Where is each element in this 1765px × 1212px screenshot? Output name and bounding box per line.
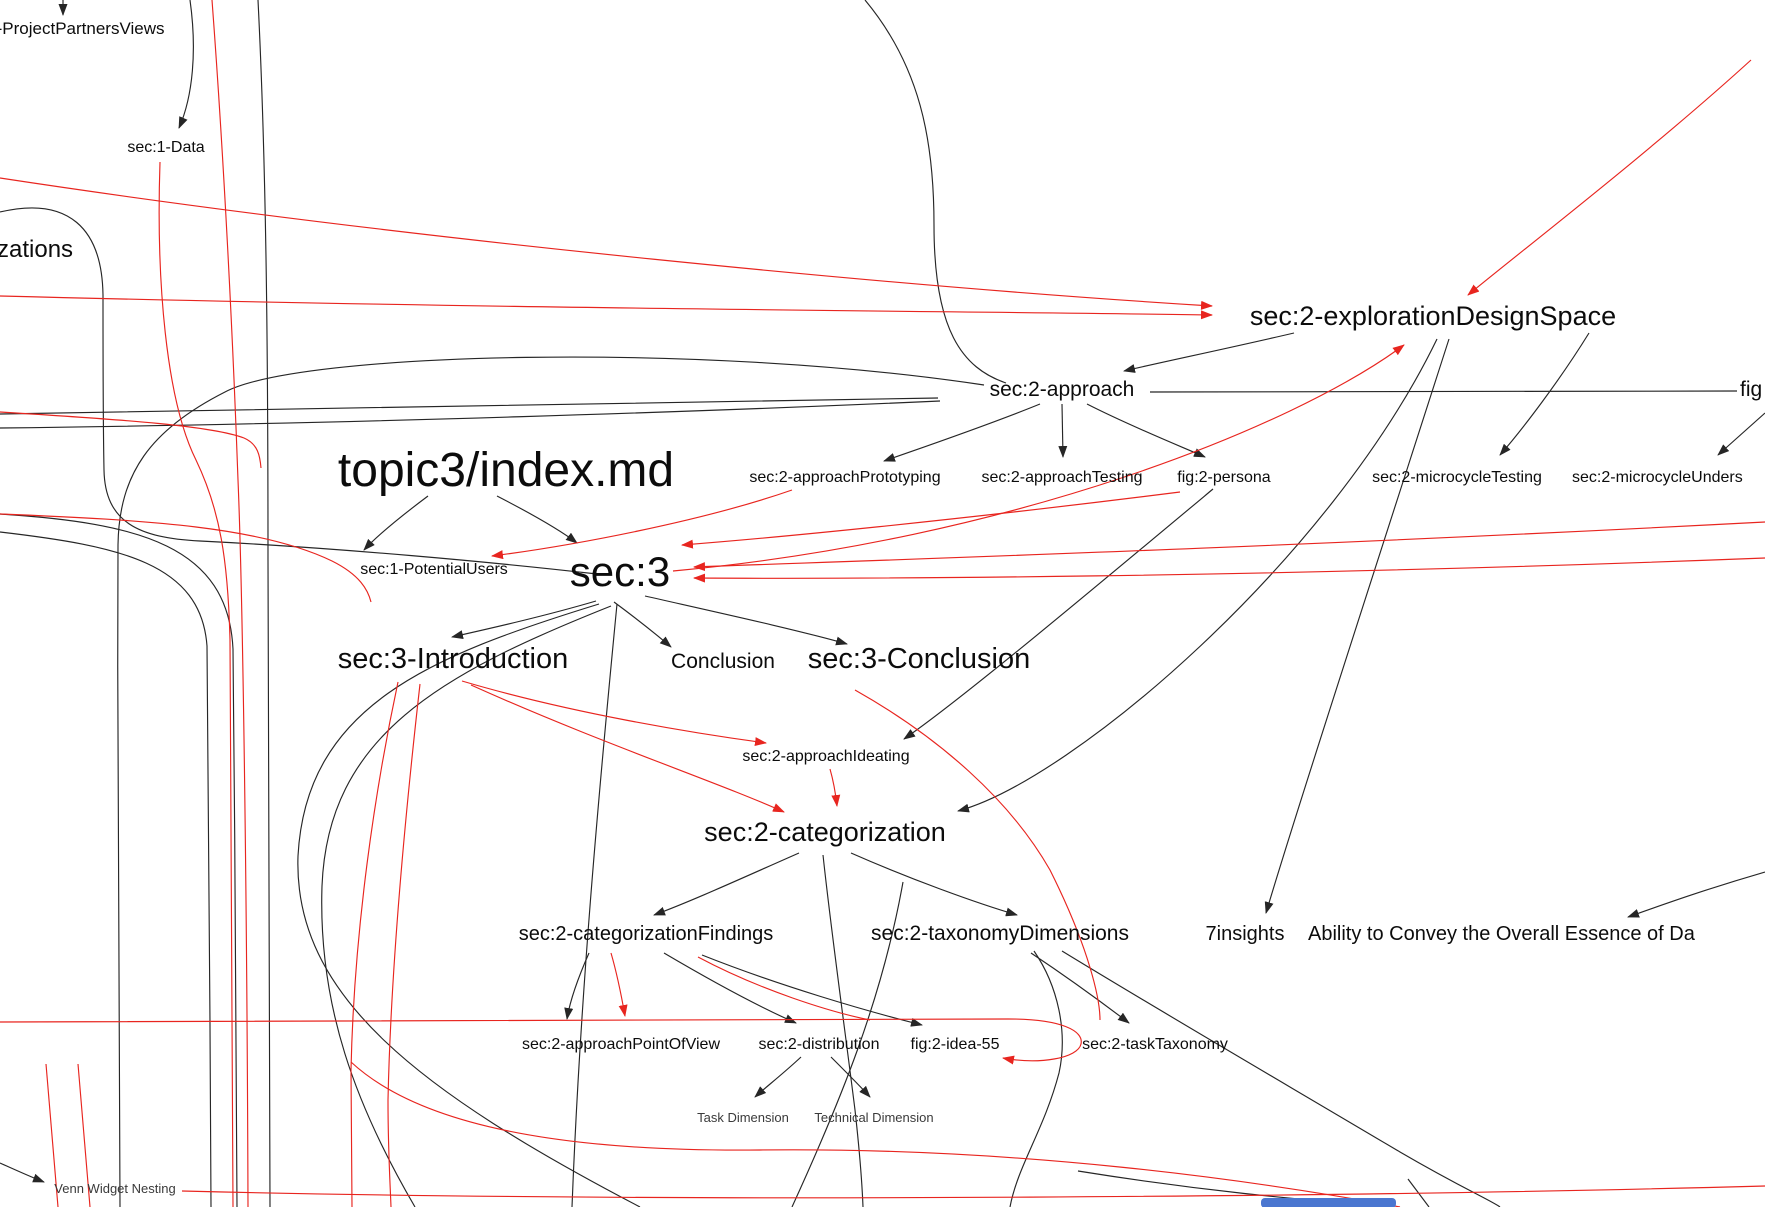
node-sec2-distribution[interactable]: sec:2-distribution — [759, 1036, 880, 1053]
graph-edge-black-4 — [0, 207, 598, 575]
node-sec2-microcycle-unders[interactable]: sec:2-microcycleUnders — [1572, 469, 1743, 486]
graph-edge-red-55 — [610, 952, 628, 1017]
graph-edge-black-30 — [850, 852, 1018, 917]
graph-edge-black-13 — [1058, 403, 1068, 458]
graph-edge-red-44 — [0, 177, 1213, 310]
graph-edge-black-39 — [0, 1162, 45, 1183]
bottom-blue-bar — [1261, 1198, 1396, 1208]
graph-edge-black-31 — [822, 854, 864, 1208]
graph-edge-red-53 — [470, 684, 785, 813]
graph-edge-black-29 — [653, 852, 800, 916]
graph-edge-black-9 — [1123, 332, 1295, 373]
node-ability-to-convey[interactable]: Ability to Convey the Overall Essence of… — [1308, 923, 1696, 945]
graph-edge-red-61 — [350, 1061, 1401, 1208]
graph-edge-black-15 — [903, 488, 1214, 740]
node-sec3-introduction[interactable]: sec:3-Introduction — [338, 643, 569, 675]
graph-edge-red-46 — [1467, 59, 1752, 296]
graph-edge-red-60 — [387, 683, 421, 1208]
node-sec2-task-taxonomy[interactable]: sec:2-taskTaxonomy — [1082, 1036, 1228, 1053]
node-sec3[interactable]: sec:3 — [570, 548, 670, 595]
node-sec2-approach[interactable]: sec:2-approach — [990, 378, 1135, 401]
node-sec2-approach-testing[interactable]: sec:2-approachTesting — [982, 469, 1143, 486]
graph-edge-red-50 — [681, 491, 1181, 549]
graph-edge-black-3 — [864, 0, 1007, 384]
node-technical-dimension[interactable]: Technical Dimension — [814, 1110, 933, 1125]
node-sec2-exploration-design-space[interactable]: sec:2-explorationDesignSpace — [1250, 301, 1616, 331]
node-sec2-approach-point-of-view[interactable]: sec:2-approachPointOfView — [522, 1036, 720, 1053]
graph-edge-black-27 — [1264, 338, 1450, 914]
graph-edge-black-28 — [1627, 871, 1765, 918]
node-fig2-idea-55[interactable]: fig:2-idea-55 — [911, 1036, 1000, 1053]
graph-edge-black-36 — [1061, 950, 1501, 1208]
node-topic3-index-md[interactable]: topic3/index.md — [338, 444, 674, 497]
graph-edge-black-2 — [257, 0, 271, 1208]
node-venn-widget-nesting[interactable]: Venn Widget Nesting — [54, 1181, 175, 1196]
graph-edge-black-14 — [1086, 403, 1206, 458]
node-conclusion[interactable]: Conclusion — [671, 650, 775, 673]
graph-edge-black-18 — [451, 600, 597, 639]
graph-edge-red-58 — [211, 0, 249, 1208]
graph-edge-black-12 — [883, 403, 1041, 462]
graph-edge-black-24 — [0, 531, 212, 1208]
graph-edge-black-34 — [701, 954, 923, 1027]
graph-edge-black-43 — [1009, 950, 1063, 1208]
graph-edge-red-68 — [697, 956, 871, 1021]
graph-edge-black-23 — [321, 605, 612, 1208]
graph-edge-red-49 — [693, 557, 1765, 583]
node-sec2-approach-prototyping[interactable]: sec:2-approachPrototyping — [749, 469, 940, 486]
node-seven-insights[interactable]: 7insights — [1206, 923, 1285, 945]
graph-edge-red-65 — [0, 411, 262, 469]
node-fig2-persona[interactable]: fig:2-persona — [1177, 469, 1270, 486]
graph-edge-black-10 — [1499, 332, 1590, 456]
graph-edge-black-33 — [663, 952, 797, 1024]
graph-edge-black-20 — [644, 595, 848, 646]
graph-edge-black-1 — [178, 0, 194, 129]
graph-edge-black-32 — [564, 952, 590, 1020]
node-sec2-microcycle-testing[interactable]: sec:2-microcycleTesting — [1372, 469, 1542, 486]
graph-edge-black-21 — [571, 603, 618, 1208]
graph-edge-black-22 — [297, 603, 641, 1208]
graph-edge-red-52 — [461, 680, 767, 746]
graph-edge-black-19 — [613, 601, 672, 648]
graph-edge-red-54 — [829, 768, 841, 807]
graph-edge-black-6 — [0, 397, 939, 415]
graph-edge-black-37 — [754, 1056, 802, 1098]
node-sec2-categorization-findings[interactable]: sec:2-categorizationFindings — [519, 923, 774, 945]
node-sec1-data[interactable]: sec:1-Data — [127, 139, 204, 156]
node-zations[interactable]: zations — [0, 236, 73, 263]
graph-edge-red-48 — [693, 521, 1765, 572]
node-sec1-project-partners-views[interactable]: sec:1-ProjectPartnersViews — [0, 19, 165, 38]
node-sec2-taxonomy-dimensions[interactable]: sec:2-taxonomyDimensions — [871, 922, 1129, 945]
graph-edge-red-59 — [350, 681, 399, 1208]
node-sec2-categorization[interactable]: sec:2-categorization — [704, 817, 946, 847]
node-fig-clipped[interactable]: fig — [1740, 378, 1762, 401]
graph-edge-red-67 — [854, 689, 1101, 1021]
graph-edge-red-51 — [491, 489, 793, 560]
node-sec1-potential-users[interactable]: sec:1-PotentialUsers — [360, 561, 508, 578]
graph-edge-black-16 — [496, 495, 578, 544]
graph-edge-black-35 — [1030, 952, 1130, 1024]
graph-edge-black-25 — [0, 513, 238, 1208]
graph-edge-black-11 — [1717, 412, 1765, 456]
node-task-dimension[interactable]: Task Dimension — [697, 1110, 789, 1125]
graph-edge-black-38 — [830, 1056, 871, 1098]
nodes-layer: sec:1-ProjectPartnersViews sec:1-Data zati… — [0, 19, 1762, 1196]
graph-edge-black-41 — [1407, 1178, 1430, 1208]
node-sec3-conclusion[interactable]: sec:3-Conclusion — [808, 643, 1030, 675]
graph-edge-black-17 — [363, 495, 429, 551]
graph-edge-black-8 — [1149, 390, 1738, 393]
graph-edge-red-45 — [0, 295, 1213, 320]
graph-edge-red-62 — [181, 1185, 1765, 1199]
node-sec2-approach-ideating[interactable]: sec:2-approachIdeating — [742, 748, 909, 765]
graph-edge-red-66 — [0, 513, 372, 603]
graph-edge-red-57 — [158, 161, 234, 1208]
graph-edge-black-26 — [957, 338, 1438, 813]
graph-edge-black-7 — [0, 400, 941, 429]
